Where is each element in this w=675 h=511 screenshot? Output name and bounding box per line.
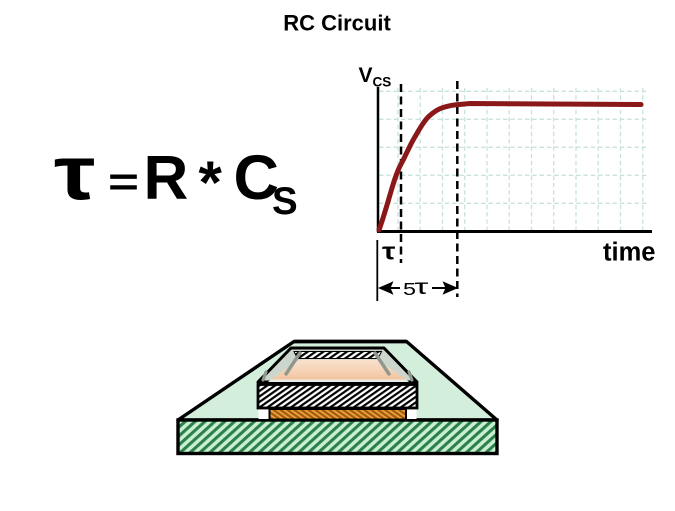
svg-text:5: 5	[403, 279, 416, 299]
svg-text:time: time	[603, 238, 655, 266]
svg-text:S: S	[272, 180, 298, 223]
svg-text:R: R	[144, 144, 189, 213]
svg-text:τ: τ	[54, 130, 96, 216]
svg-text:*: *	[199, 149, 223, 216]
svg-text:CS: CS	[373, 75, 392, 90]
svg-text:τ: τ	[414, 276, 429, 299]
svg-text:RC Circuit: RC Circuit	[283, 11, 391, 36]
svg-text:V: V	[359, 64, 373, 87]
svg-text:=: =	[108, 160, 139, 204]
svg-text:C: C	[234, 143, 280, 213]
svg-text:τ: τ	[382, 239, 396, 266]
